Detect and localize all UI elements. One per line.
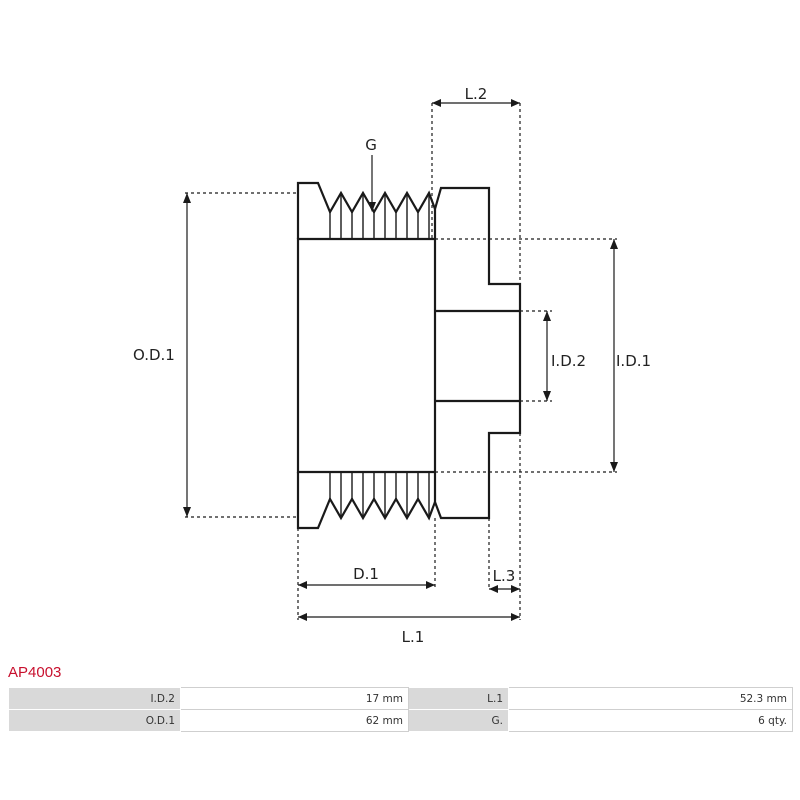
dimension-od1: O.D.1 [133, 193, 191, 517]
spec-label: G. [408, 709, 509, 732]
spec-value: 17 mm [180, 687, 409, 710]
groove-lines-top [329, 193, 430, 239]
part-code: AP4003 [8, 664, 62, 681]
pulley-flange-bottom [433, 401, 522, 520]
dimension-d1: D.1 [298, 565, 435, 589]
label-l3: L.3 [493, 567, 516, 585]
grooves-top [296, 181, 437, 239]
spec-row: I.D.2 17 mm L.1 52.3 mm [8, 687, 793, 710]
spec-value: 52.3 mm [508, 687, 793, 710]
label-l1: L.1 [402, 628, 425, 646]
spec-table: I.D.2 17 mm L.1 52.3 mm O.D.1 62 mm G. 6… [8, 687, 793, 732]
label-l2: L.2 [465, 85, 488, 103]
dimension-l2: L.2 [432, 85, 520, 107]
dimension-id2: I.D.2 [543, 311, 586, 401]
pulley-hub [435, 309, 522, 403]
pulley-body [296, 237, 437, 474]
spec-label: L.1 [408, 687, 509, 710]
label-id2: I.D.2 [551, 352, 586, 370]
spec-label: O.D.1 [8, 709, 181, 732]
spec-value: 62 mm [180, 709, 409, 732]
dimension-l1: L.1 [298, 613, 520, 646]
groove-lines-bottom [329, 472, 430, 518]
label-d1: D.1 [353, 565, 379, 583]
dimension-l3: L.3 [489, 567, 520, 593]
pulley-outline [296, 181, 522, 530]
pulley-flange-top [433, 186, 522, 311]
spec-value: 6 qty. [508, 709, 793, 732]
dimension-id1: I.D.1 [610, 239, 651, 472]
pulley-technical-drawing: L.2 G O.D.1 I.D.1 I.D.2 D.1 L.3 [133, 85, 651, 646]
spec-label: I.D.2 [8, 687, 181, 710]
grooves-bottom [296, 472, 437, 530]
label-g: G [365, 136, 377, 154]
spec-row: O.D.1 62 mm G. 6 qty. [8, 709, 793, 732]
dimension-g: G [365, 136, 377, 212]
label-id1: I.D.1 [616, 352, 651, 370]
label-od1: O.D.1 [133, 346, 175, 364]
